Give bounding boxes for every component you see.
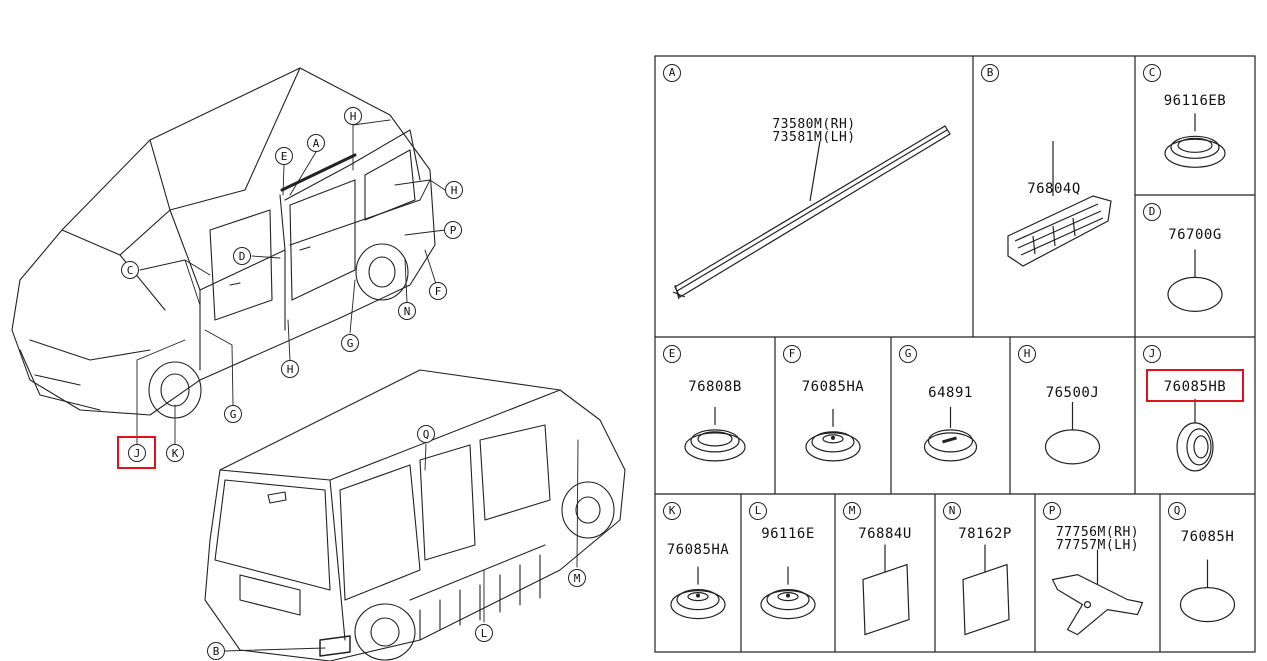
- rear-van-drawing: [204, 369, 626, 661]
- part-number-e: 76808B: [688, 379, 742, 395]
- part-number-g: 64891: [928, 385, 973, 401]
- part-number-d: 76700G: [1168, 227, 1222, 243]
- plug-grommet-icon: [805, 408, 861, 462]
- part-letter-k: K: [663, 502, 681, 520]
- part-cell-h: H 76500J: [1010, 337, 1135, 494]
- callout-e: E: [275, 147, 293, 165]
- part-number-l: 96116E: [761, 526, 815, 542]
- grommet-icon: [1164, 113, 1226, 168]
- pad-icon: [862, 544, 910, 636]
- part-number-p-1: 77756M(RH): [1055, 525, 1140, 540]
- part-cell-k: K 76085HA: [655, 494, 741, 652]
- part-letter-q: Q: [1168, 502, 1186, 520]
- part-letter-e: E: [663, 345, 681, 363]
- part-cell-n: N 78162P: [935, 494, 1035, 652]
- callout-l: L: [475, 624, 493, 642]
- part-cell-b: B 76804Q: [973, 56, 1135, 337]
- slotted-plug-icon: [923, 406, 978, 462]
- leader-lines: [136, 119, 579, 652]
- callout-j: J: [128, 444, 146, 462]
- part-cell-d: D 76700G: [1135, 195, 1255, 337]
- part-letter-b: B: [981, 64, 999, 82]
- part-letter-j: J: [1143, 345, 1161, 363]
- callout-h: H: [344, 107, 362, 125]
- vent-grille-icon: [1007, 141, 1112, 267]
- part-number-n: 78162P: [958, 526, 1012, 542]
- part-letter-a: A: [663, 64, 681, 82]
- callout-h: H: [445, 181, 463, 199]
- callout-g: G: [341, 334, 359, 352]
- part-number-f: 76085HA: [801, 379, 865, 395]
- callout-h: H: [281, 360, 299, 378]
- oval-seal-icon: [1179, 559, 1236, 623]
- part-letter-f: F: [783, 345, 801, 363]
- part-cell-a: A 73580M(RH)73581M(LH): [655, 56, 973, 337]
- callout-c: C: [121, 261, 139, 279]
- ring-grommet-icon: [1176, 398, 1214, 472]
- front-van-drawing: [11, 67, 436, 419]
- part-number-c: 96116EB: [1163, 93, 1227, 109]
- callout-f: F: [429, 282, 447, 300]
- callout-d: D: [233, 247, 251, 265]
- pad-icon: [962, 544, 1010, 636]
- callout-g: G: [224, 405, 242, 423]
- diagram-highlight-j: [117, 436, 156, 469]
- grommet-icon: [684, 406, 746, 462]
- part-number-m: 76884U: [858, 526, 912, 542]
- part-letter-d: D: [1143, 203, 1161, 221]
- part-letter-l: L: [749, 502, 767, 520]
- part-number-q: 76085H: [1180, 529, 1235, 545]
- callout-k: K: [166, 444, 184, 462]
- part-number-a-2: 73581M(LH): [772, 130, 856, 145]
- part-cell-p: P 77756M(RH)77757M(LH): [1035, 494, 1160, 652]
- callout-p: P: [444, 221, 462, 239]
- plug-grommet-icon: [760, 566, 816, 620]
- part-letter-h: H: [1018, 345, 1036, 363]
- callout-a: A: [307, 134, 325, 152]
- van-exploded-diagram: [11, 67, 626, 661]
- plug-grommet-icon: [670, 566, 726, 620]
- molding-strip-icon: [672, 125, 951, 300]
- oval-seal-icon: [1044, 401, 1101, 465]
- bracket-plate-icon: [1051, 549, 1144, 636]
- part-letter-m: M: [843, 502, 861, 520]
- part-number-p-2: 77757M(LH): [1055, 538, 1140, 553]
- part-letter-p: P: [1043, 502, 1061, 520]
- part-number-j: 76085HB: [1163, 379, 1227, 395]
- oval-seal-icon: [1167, 249, 1223, 313]
- part-cell-m: M 76884U: [835, 494, 935, 652]
- part-cell-l: L 96116E: [741, 494, 835, 652]
- part-cell-e: E 76808B: [655, 337, 775, 494]
- callout-q: Q: [417, 425, 435, 443]
- callout-m: M: [568, 569, 586, 587]
- part-number-h: 76500J: [1045, 385, 1100, 401]
- callout-n: N: [398, 302, 416, 320]
- callout-b: B: [207, 642, 225, 660]
- part-highlight-j: [1146, 369, 1244, 402]
- part-cell-q: Q 76085H: [1160, 494, 1255, 652]
- part-letter-c: C: [1143, 64, 1161, 82]
- part-cell-g: G 64891: [891, 337, 1010, 494]
- part-number-a-1: 73580M(RH): [772, 117, 856, 132]
- part-letter-n: N: [943, 502, 961, 520]
- part-number-k: 76085HA: [666, 542, 730, 558]
- part-number-b: 76804Q: [1027, 181, 1081, 197]
- part-letter-g: G: [899, 345, 917, 363]
